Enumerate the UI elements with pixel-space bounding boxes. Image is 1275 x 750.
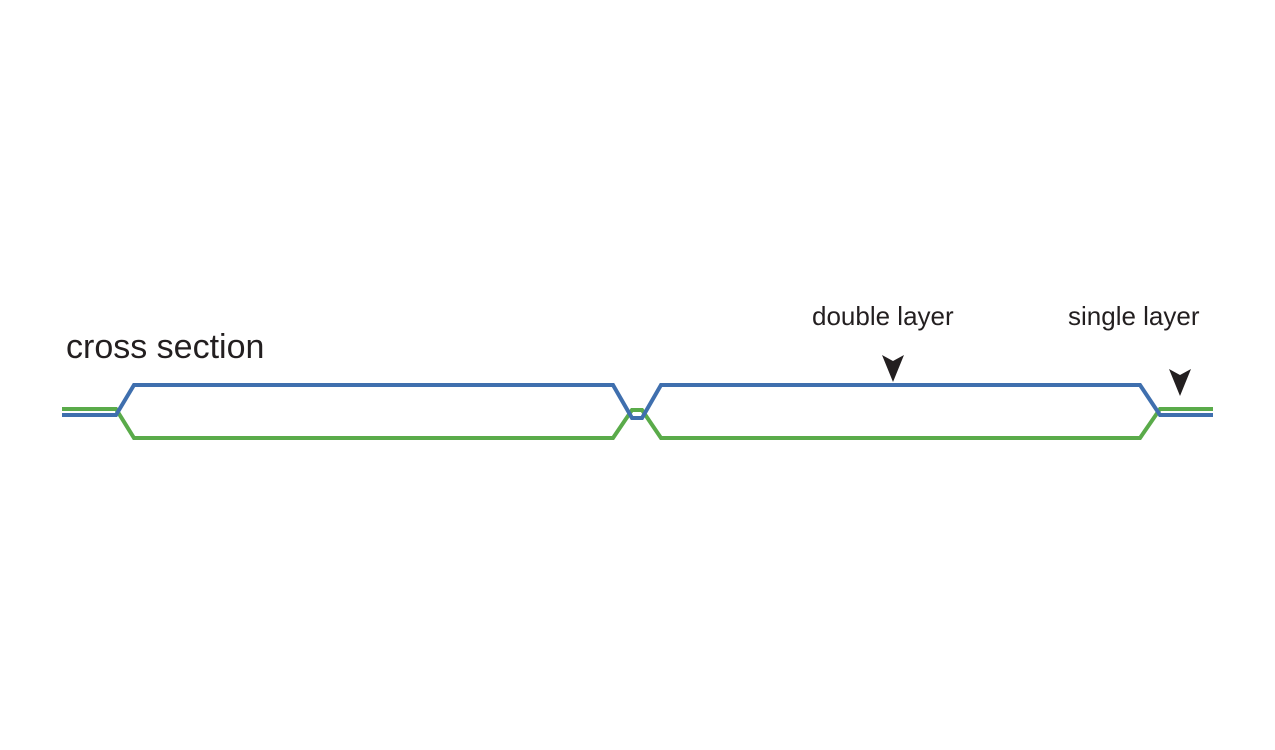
- arrow-down-icon: [1169, 369, 1191, 396]
- top-layer-line: [62, 383, 1213, 420]
- arrow-down-icon: [882, 355, 904, 382]
- bottom-layer-line: [62, 407, 1213, 440]
- diagram-title: cross section: [66, 328, 264, 366]
- double-layer-label: double layer: [812, 301, 954, 331]
- single-layer-label: single layer: [1068, 301, 1200, 331]
